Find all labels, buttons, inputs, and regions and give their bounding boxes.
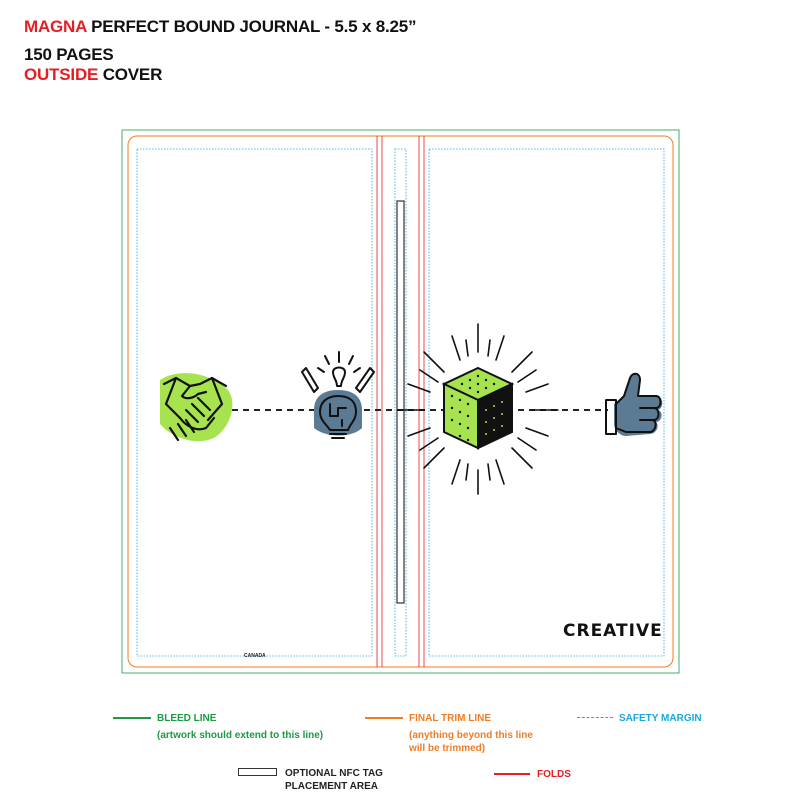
back-cover-origin-text: CANADA <box>244 653 266 659</box>
folds-title: FOLDS <box>537 769 571 780</box>
thumbs-up-icon <box>605 372 663 436</box>
title-line-2: 150 PAGES <box>24 45 114 64</box>
nfc-title-1: OPTIONAL NFC TAG <box>285 768 383 779</box>
bleed-title: BLEED LINE <box>157 713 217 724</box>
trim-title: FINAL TRIM LINE <box>409 713 492 724</box>
folds-swatch <box>494 773 530 775</box>
trim-note-1: (anything beyond this line <box>409 730 533 741</box>
nfc-swatch <box>238 768 277 776</box>
side-rest: COVER <box>98 65 163 84</box>
front-cover-text: CREATIVE <box>563 621 663 641</box>
nfc-title-2: PLACEMENT AREA <box>285 781 378 792</box>
brand-name: MAGNA <box>24 17 87 36</box>
handshake-icon <box>160 373 233 442</box>
side-highlight: OUTSIDE <box>24 65 99 84</box>
nfc-placement-area <box>396 200 405 604</box>
safety-margins <box>136 148 665 657</box>
title-line-3: OUTSIDE COVER <box>24 65 162 85</box>
lightbulb-brain-icon <box>301 351 375 439</box>
trim-note-2: will be trimmed) <box>409 743 486 754</box>
cube-burst-icon <box>397 323 559 495</box>
title-line-1: MAGNA PERFECT BOUND JOURNAL - 5.5 x 8.25… <box>24 17 417 37</box>
fold-lines <box>376 136 425 667</box>
bleed-line <box>121 129 680 674</box>
trim-swatch <box>365 717 403 719</box>
bleed-swatch <box>113 717 151 719</box>
product-name: PERFECT BOUND JOURNAL - 5.5 x 8.25” <box>86 17 417 36</box>
safety-title: SAFETY MARGIN <box>619 713 702 724</box>
bleed-note: (artwork should extend to this line) <box>157 730 324 741</box>
trim-line <box>127 135 674 668</box>
safety-swatch <box>577 717 613 718</box>
